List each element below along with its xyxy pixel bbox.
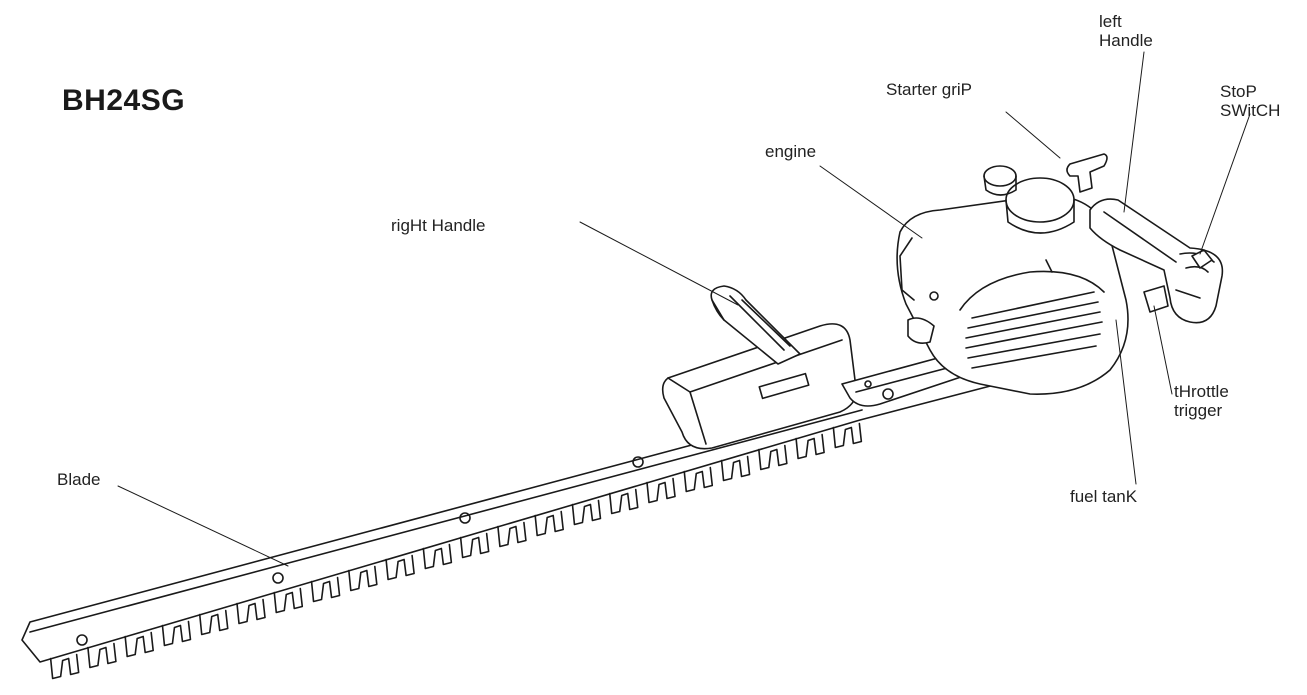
starter-grip (1066, 153, 1108, 193)
engine (896, 165, 1129, 395)
cooling-vents (965, 291, 1103, 369)
label-starter-grip: Starter griP (886, 80, 972, 99)
right-handle (710, 285, 801, 365)
leader-fuel-tank (1115, 319, 1137, 485)
label-throttle-trigger-line1: tHrottle (1174, 382, 1229, 401)
label-right-handle: rigHt Handle (391, 216, 486, 235)
leader-throttle-trigger (1153, 305, 1173, 395)
label-stop-switch-line2: SWitCH (1220, 101, 1281, 120)
blade-tooth (832, 422, 863, 449)
blade-tooth (385, 554, 415, 581)
label-throttle-trigger-line2: trigger (1174, 401, 1223, 420)
blade-rivet (632, 456, 644, 468)
blade-rivet (272, 572, 284, 584)
blade-rivet (459, 512, 471, 524)
blade-tooth (758, 444, 788, 471)
throttle-trigger (1143, 285, 1169, 313)
label-stop-switch-line1: StoP (1220, 82, 1257, 101)
leader-engine (819, 165, 923, 239)
leader-starter-grip (1005, 111, 1061, 159)
blade-tooth (310, 576, 341, 603)
label-fuel-tank: fuel tanK (1070, 487, 1138, 506)
stop-switch (1191, 249, 1213, 269)
blade-tooth (422, 543, 453, 570)
blade-tooth (683, 466, 714, 493)
leader-stop-switch (1199, 113, 1251, 255)
blade-tooth (236, 598, 266, 625)
blade-tooth (534, 510, 564, 537)
model-title: BH24SG (62, 84, 186, 117)
label-left-handle-line1: left (1099, 12, 1122, 31)
blade-tooth (161, 620, 192, 647)
blade-tooth (348, 565, 378, 592)
label-left-handle-line2: Handle (1099, 31, 1153, 50)
blade-tooth (497, 521, 527, 548)
label-left-handle: left Handle (1099, 12, 1153, 50)
blade-tooth (459, 532, 490, 559)
label-blade: Blade (57, 470, 101, 489)
blade-bar (21, 367, 999, 680)
leader-left-handle (1123, 51, 1145, 213)
blade-tooth (273, 587, 304, 614)
blade-teeth (49, 422, 863, 680)
blade-rivet (76, 634, 88, 646)
label-engine: engine (765, 142, 817, 161)
blade-tooth (646, 477, 676, 504)
leader-right-handle (579, 221, 739, 306)
blade-tooth (124, 631, 154, 658)
blade-tooth (720, 455, 751, 482)
blade-tooth (571, 499, 602, 526)
blade-tooth (608, 488, 639, 515)
label-stop-switch: StoP SWitCH (1220, 82, 1280, 120)
blade-tooth (795, 433, 825, 460)
leader-blade (117, 485, 289, 567)
blade-tooth (87, 642, 117, 669)
label-throttle-trigger: tHrottle trigger (1174, 382, 1229, 420)
model-plate (758, 372, 810, 400)
blade-tooth (49, 653, 80, 680)
blade-tooth (198, 609, 229, 636)
leader-lines (117, 51, 1251, 567)
